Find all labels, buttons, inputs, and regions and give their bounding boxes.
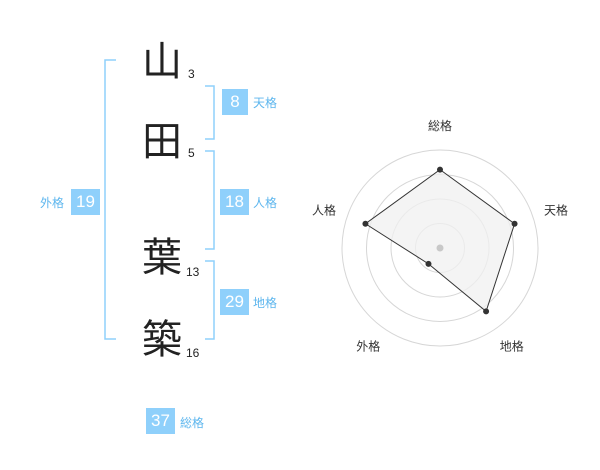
name-char-3: 葉 <box>142 235 182 281</box>
tenkaku-label: 天格 <box>253 96 278 110</box>
stroke-count-1: 3 <box>188 67 195 81</box>
radar-point-1 <box>437 166 443 173</box>
radar-axis-label-5: 人格 <box>312 202 336 217</box>
radar-axis-label-2: 天格 <box>544 202 568 217</box>
gaikaku-bracket <box>104 59 116 340</box>
stroke-count-3: 13 <box>186 265 200 279</box>
radar-ring-4 <box>341 149 539 347</box>
chikaku-value: 29 <box>220 289 249 315</box>
name-char-4: 築 <box>142 317 182 363</box>
radar-point-5 <box>362 220 369 227</box>
radar-point-2 <box>511 220 518 227</box>
gaikaku-value: 19 <box>71 189 100 215</box>
radar-area <box>364 168 516 313</box>
name-char-2: 田 <box>142 119 182 165</box>
gaikaku-label: 外格 <box>40 196 65 210</box>
stroke-count-2: 5 <box>188 146 195 160</box>
chikaku-bracket <box>205 260 215 340</box>
radar-point-4 <box>425 260 432 267</box>
soukaku-label: 総格 <box>180 416 205 430</box>
radar-axis-label-3: 地格 <box>500 339 524 354</box>
tenkaku-bracket <box>205 85 215 140</box>
stroke-count-4: 16 <box>186 346 200 360</box>
tenkaku-value: 8 <box>222 89 248 115</box>
name-char-1: 山 <box>142 39 182 85</box>
jinkaku-bracket <box>205 150 215 250</box>
radar-point-3 <box>483 308 490 315</box>
radar-axis-label-1: 総格 <box>428 118 452 133</box>
radar-center-dot <box>436 244 444 252</box>
radar-axis-label-4: 外格 <box>356 339 380 354</box>
jinkaku-value: 18 <box>220 189 249 215</box>
chikaku-label: 地格 <box>253 296 278 310</box>
jinkaku-label: 人格 <box>253 196 278 210</box>
soukaku-value: 37 <box>146 408 175 434</box>
